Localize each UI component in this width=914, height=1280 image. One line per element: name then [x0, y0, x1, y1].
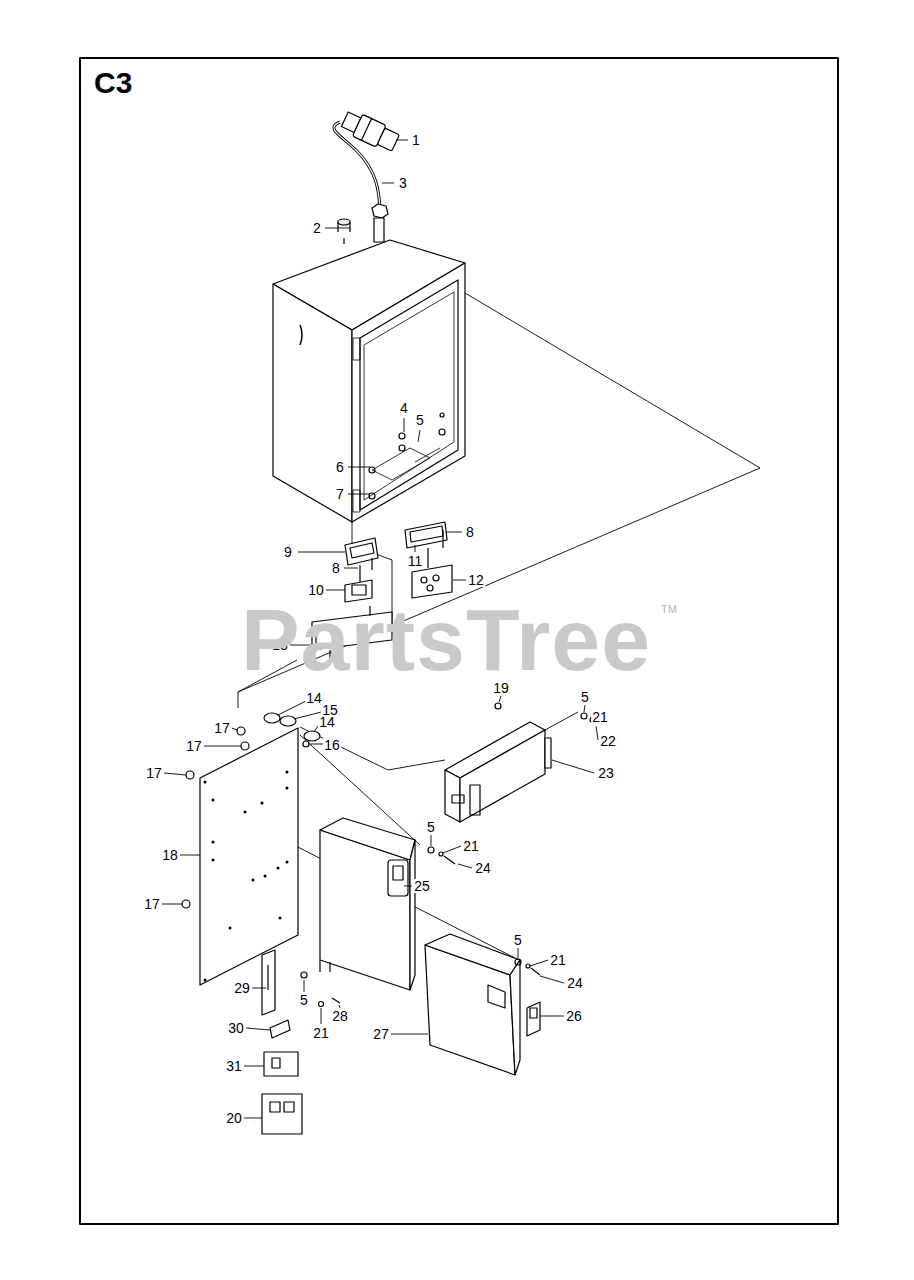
callout-number: 5 — [426, 820, 436, 834]
callout-number: 19 — [492, 681, 510, 695]
callout-number: 30 — [227, 1021, 245, 1035]
callout-number: 10 — [307, 583, 325, 597]
callout-number: 20 — [225, 1111, 243, 1125]
callout-number: 21 — [312, 1026, 330, 1040]
callout-number: 5 — [513, 933, 523, 947]
callout-number: 21 — [549, 953, 567, 967]
callout-number: 17 — [143, 897, 161, 911]
callout-number: 25 — [413, 879, 431, 893]
callout-number: 24 — [474, 861, 492, 875]
back-plate — [182, 713, 320, 985]
callout-number: 21 — [591, 710, 609, 724]
callout-number: 18 — [161, 848, 179, 862]
connector-housings — [345, 522, 452, 602]
callout-number: 17 — [185, 739, 203, 753]
callout-number: 26 — [565, 1009, 583, 1023]
din-rail-and-contactors — [262, 950, 340, 1134]
watermark: PartsTree — [241, 596, 651, 684]
callout-number: 8 — [331, 561, 341, 575]
callout-number: 17 — [145, 766, 163, 780]
second-drive-unit — [425, 934, 540, 1075]
callout-number: 14 — [305, 691, 323, 705]
callout-number: 28 — [331, 1009, 349, 1023]
trademark-mark: TM — [661, 604, 677, 615]
callout-number: 21 — [462, 839, 480, 853]
frame-border — [80, 58, 838, 1224]
callout-number: 16 — [323, 738, 341, 752]
callout-number: 1 — [411, 133, 421, 147]
callout-number: 11 — [407, 554, 424, 568]
callout-number: 14 — [318, 715, 336, 729]
cabinet — [273, 240, 465, 522]
callout-number: 5 — [299, 993, 309, 1007]
callout-number: 4 — [399, 401, 409, 415]
callout-number: 29 — [233, 981, 251, 995]
callout-number: 3 — [398, 176, 408, 190]
page-title: C3 — [94, 68, 132, 98]
callout-number: 24 — [566, 976, 584, 990]
callout-number: 2 — [312, 221, 322, 235]
callout-number: 6 — [335, 460, 345, 474]
callout-number: 23 — [597, 766, 615, 780]
callout-number: 31 — [225, 1059, 243, 1073]
callout-number: 17 — [213, 721, 231, 735]
callout-number: 7 — [335, 487, 345, 501]
callout-number: 27 — [372, 1027, 390, 1041]
callout-number: 8 — [465, 525, 475, 539]
callout-number: 5 — [415, 413, 425, 427]
callout-number: 12 — [467, 573, 485, 587]
callout-number: 5 — [580, 690, 590, 704]
callout-number: 22 — [599, 734, 617, 748]
callout-number: 9 — [283, 545, 293, 559]
cable-and-plug — [334, 108, 401, 244]
filter-unit — [445, 703, 602, 822]
